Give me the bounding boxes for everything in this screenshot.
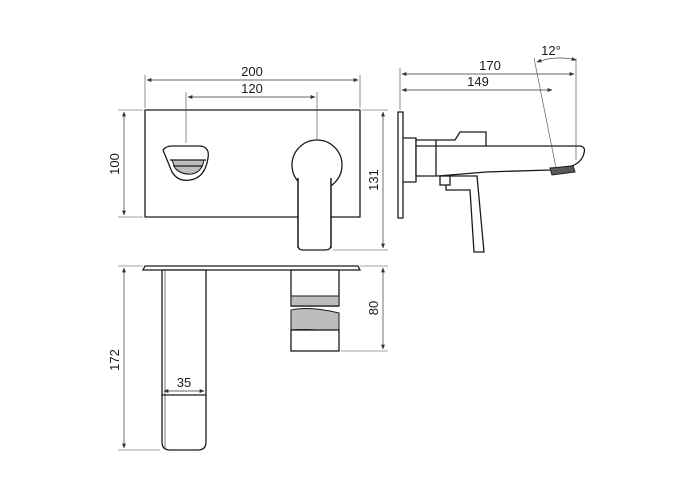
dim-149-label: 149 bbox=[467, 74, 489, 89]
dim-200-label: 200 bbox=[241, 64, 263, 79]
spout-outlet bbox=[162, 145, 209, 181]
dim-12-deg-label: 12° bbox=[541, 43, 561, 58]
dim-80-label: 80 bbox=[366, 301, 381, 315]
top-dimensions: 172 35 80 bbox=[107, 265, 388, 451]
top-handle bbox=[290, 269, 340, 352]
dim-35-label: 35 bbox=[177, 375, 191, 390]
side-wall-plate bbox=[397, 111, 404, 219]
wall-plate bbox=[144, 109, 361, 218]
dim-131-label: 131 bbox=[366, 169, 381, 191]
top-spout bbox=[161, 269, 207, 451]
dim-120-label: 120 bbox=[241, 81, 263, 96]
front-view bbox=[144, 109, 361, 251]
side-handle bbox=[445, 175, 485, 253]
top-wall-plate bbox=[141, 265, 362, 271]
dim-100-label: 100 bbox=[107, 153, 122, 175]
top-view bbox=[141, 265, 362, 451]
side-dimensions: 170 149 12° bbox=[399, 43, 577, 169]
dim-170-label: 170 bbox=[479, 58, 501, 73]
side-view bbox=[397, 111, 586, 253]
front-dimensions: 200 120 100 131 bbox=[107, 64, 388, 251]
mixer-handle bbox=[291, 139, 343, 251]
dim-172-label: 172 bbox=[107, 349, 122, 371]
